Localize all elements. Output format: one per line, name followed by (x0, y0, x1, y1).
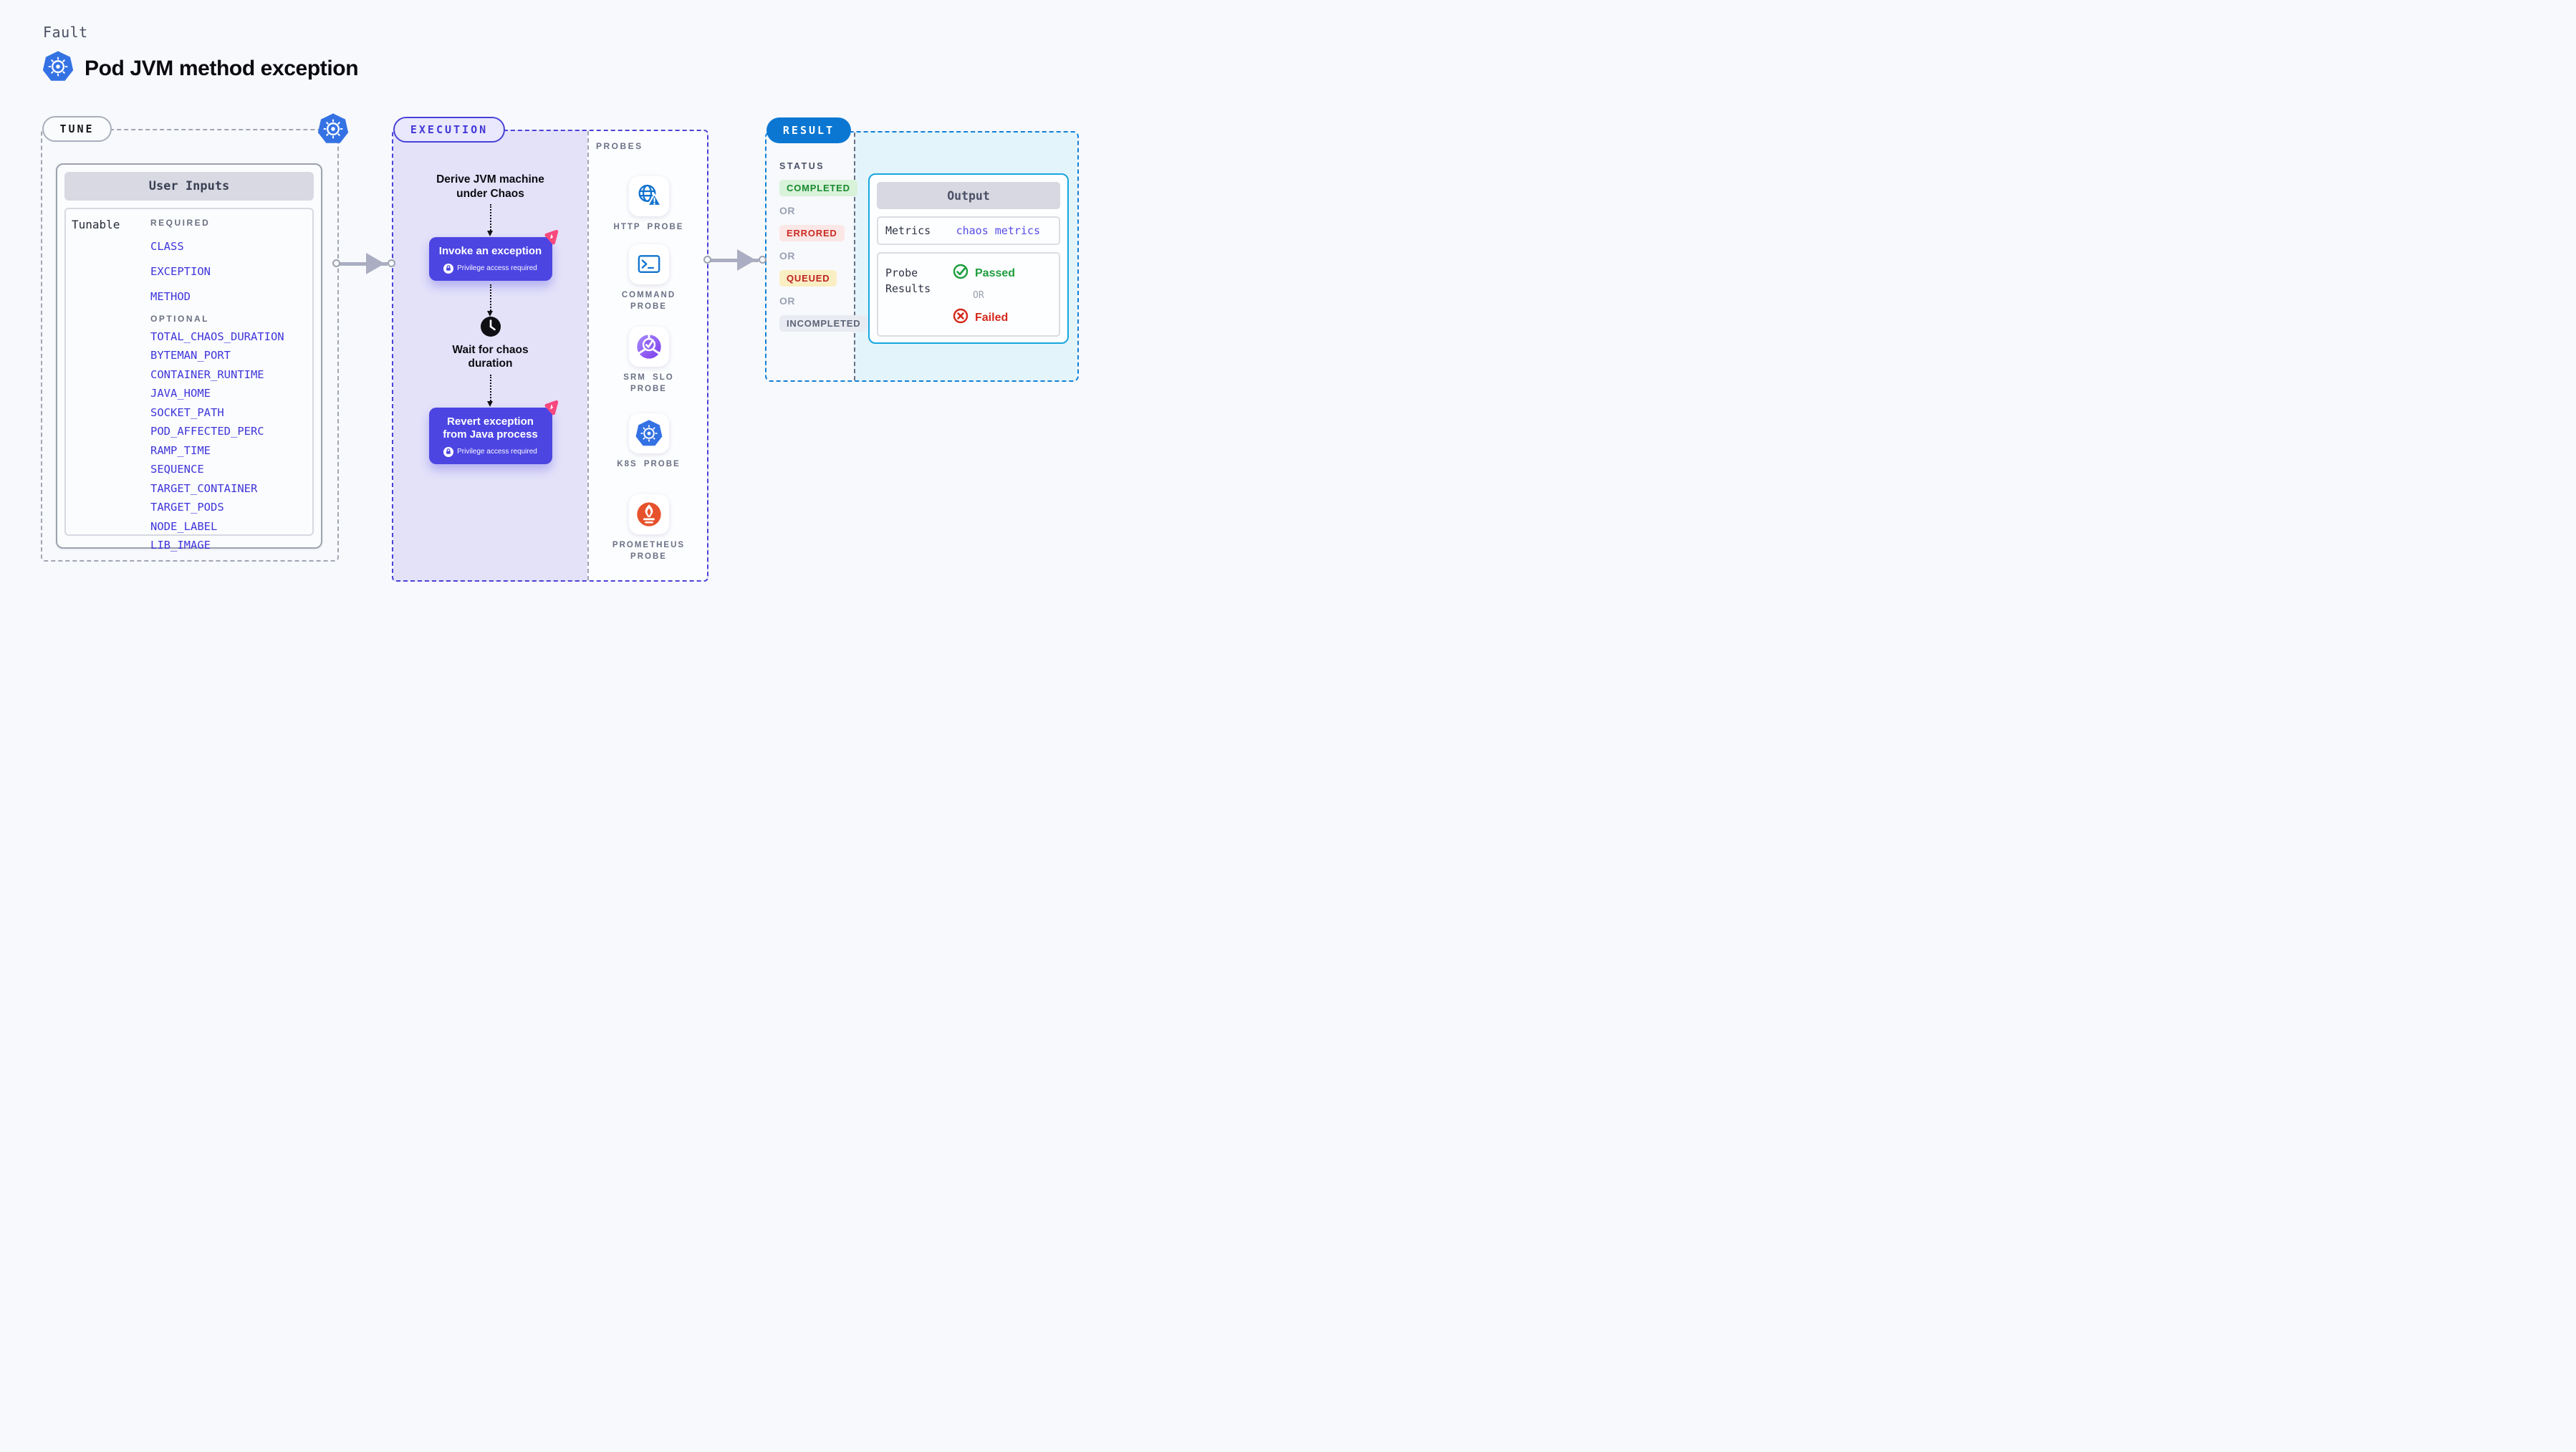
user-inputs-header: User Inputs (64, 172, 314, 201)
result-pill: RESULT (766, 117, 851, 143)
output-card: Output Metrics chaos metrics Probe Resul… (868, 173, 1069, 344)
down-arrow-icon (486, 204, 493, 236)
privilege-note: Privilege access required (457, 448, 537, 456)
status-badge: ERRORED (779, 225, 845, 241)
status-badge: COMPLETED (779, 180, 857, 196)
param-link[interactable]: LIB_IMAGE (150, 539, 211, 552)
tune-section (41, 129, 339, 562)
litmus-chaos-icon (542, 229, 562, 251)
revert-step-title: Revert exception from Java process (443, 415, 538, 441)
fault-diagram: Fault Pod JVM method exception TUNE (0, 0, 1123, 633)
probes-divider (587, 131, 589, 580)
execution-section: Derive JVM machine under Chaos Invoke an… (392, 130, 708, 582)
optional-section-label: OPTIONAL (150, 314, 209, 324)
connector-arrowhead-icon (737, 249, 756, 271)
privilege-note: Privilege access required (457, 264, 537, 272)
tune-pill: TUNE (42, 116, 112, 142)
passed-label: Passed (975, 266, 1016, 279)
prometheus-probe-icon (628, 494, 669, 534)
kubernetes-icon (317, 112, 350, 145)
clock-icon (480, 316, 501, 341)
or-label: OR (779, 250, 795, 261)
connector-dot (332, 259, 340, 267)
probe-item: K8S PROBE (611, 413, 687, 470)
revert-exception-step: Revert exception from Java process Privi… (428, 400, 558, 464)
probe-results-label: Probe Results (885, 266, 931, 295)
param-link[interactable]: JAVA_HOME (150, 387, 211, 400)
connector-line (710, 258, 759, 262)
connector-line (339, 261, 388, 266)
result-divider (854, 133, 855, 380)
http-probe-icon (628, 176, 669, 216)
wait-step-text: Wait for chaos duration (452, 343, 529, 370)
param-link[interactable]: SEQUENCE (150, 463, 204, 476)
litmus-chaos-icon (542, 398, 562, 420)
probe-label: PROMETHEUS PROBE (612, 541, 686, 561)
metrics-value: chaos metrics (956, 224, 1040, 237)
down-arrow-icon (486, 374, 493, 407)
probe-label: COMMAND PROBE (621, 291, 676, 311)
user-inputs-card: User Inputs Tunable REQUIRED CLASS EXCEP… (56, 163, 322, 552)
user-inputs-table: Tunable REQUIRED CLASS EXCEPTION METHOD … (64, 208, 314, 552)
invoke-exception-step: Invoke an exception Privilege access req… (428, 229, 558, 281)
param-link[interactable]: NODE_LABEL (150, 519, 218, 533)
fault-eyebrow: Fault (43, 24, 88, 41)
command-probe-icon (628, 244, 669, 284)
failed-label: Failed (975, 311, 1009, 324)
title-row: Pod JVM method exception (42, 50, 359, 87)
x-circle-icon (953, 308, 969, 327)
metrics-label: Metrics (885, 224, 931, 237)
connector-dot (388, 259, 395, 267)
check-circle-icon (953, 264, 969, 283)
connector-arrowhead-icon (366, 253, 385, 274)
param-link[interactable]: TARGET_CONTAINER (150, 481, 258, 495)
probe-item: HTTP PROBE (611, 176, 687, 233)
probe-item: SRM SLO PROBE (611, 327, 687, 395)
metrics-row: Metrics chaos metrics (877, 216, 1060, 245)
lock-icon (443, 446, 454, 457)
probe-item: PROMETHEUS PROBE (611, 494, 687, 562)
probe-label: K8S PROBE (617, 460, 681, 468)
param-link[interactable]: TOTAL_CHAOS_DURATION (150, 330, 284, 343)
status-badge: INCOMPLETED (779, 315, 868, 332)
probe-label: SRM SLO PROBE (623, 373, 674, 393)
result-section: STATUS COMPLETED OR ERRORED OR QUEUED OR… (765, 131, 1079, 382)
page-title: Pod JVM method exception (85, 56, 359, 80)
status-label: STATUS (779, 161, 825, 171)
output-header: Output (877, 182, 1060, 209)
derive-step-text: Derive JVM machine under Chaos (436, 173, 544, 200)
probes-panel-label: PROBES (596, 141, 643, 151)
param-link[interactable]: METHOD (150, 290, 191, 303)
invoke-step-title: Invoke an exception (438, 245, 542, 257)
or-label: OR (973, 290, 984, 301)
required-section-label: REQUIRED (150, 218, 211, 228)
param-link[interactable]: BYTEMAN_PORT (150, 349, 231, 362)
tunable-row-label: Tunable (72, 218, 120, 231)
param-link[interactable]: EXCEPTION (150, 265, 211, 278)
param-link[interactable]: CLASS (150, 240, 184, 253)
param-link[interactable]: RAMP_TIME (150, 443, 211, 457)
k8s-probe-icon (628, 413, 669, 453)
or-label: OR (779, 295, 795, 307)
or-label: OR (779, 205, 795, 216)
param-link[interactable]: SOCKET_PATH (150, 405, 224, 419)
srm-slo-probe-icon (628, 327, 669, 367)
status-column: STATUS COMPLETED OR ERRORED OR QUEUED OR… (779, 161, 868, 332)
lock-icon (443, 263, 454, 274)
execution-pill: EXECUTION (393, 117, 505, 143)
connector-dot (759, 256, 766, 264)
probe-results-row: Probe Results Passed OR (877, 252, 1060, 337)
param-link[interactable]: CONTAINER_RUNTIME (150, 367, 264, 381)
status-badge: QUEUED (779, 270, 837, 287)
param-link[interactable]: POD_AFFECTED_PERC (150, 425, 264, 438)
probe-item: COMMAND PROBE (611, 244, 687, 312)
kubernetes-icon (42, 50, 75, 87)
connector-dot (703, 256, 711, 264)
down-arrow-icon (486, 284, 493, 317)
param-link[interactable]: TARGET_PODS (150, 501, 224, 514)
probe-label: HTTP PROBE (613, 223, 684, 231)
